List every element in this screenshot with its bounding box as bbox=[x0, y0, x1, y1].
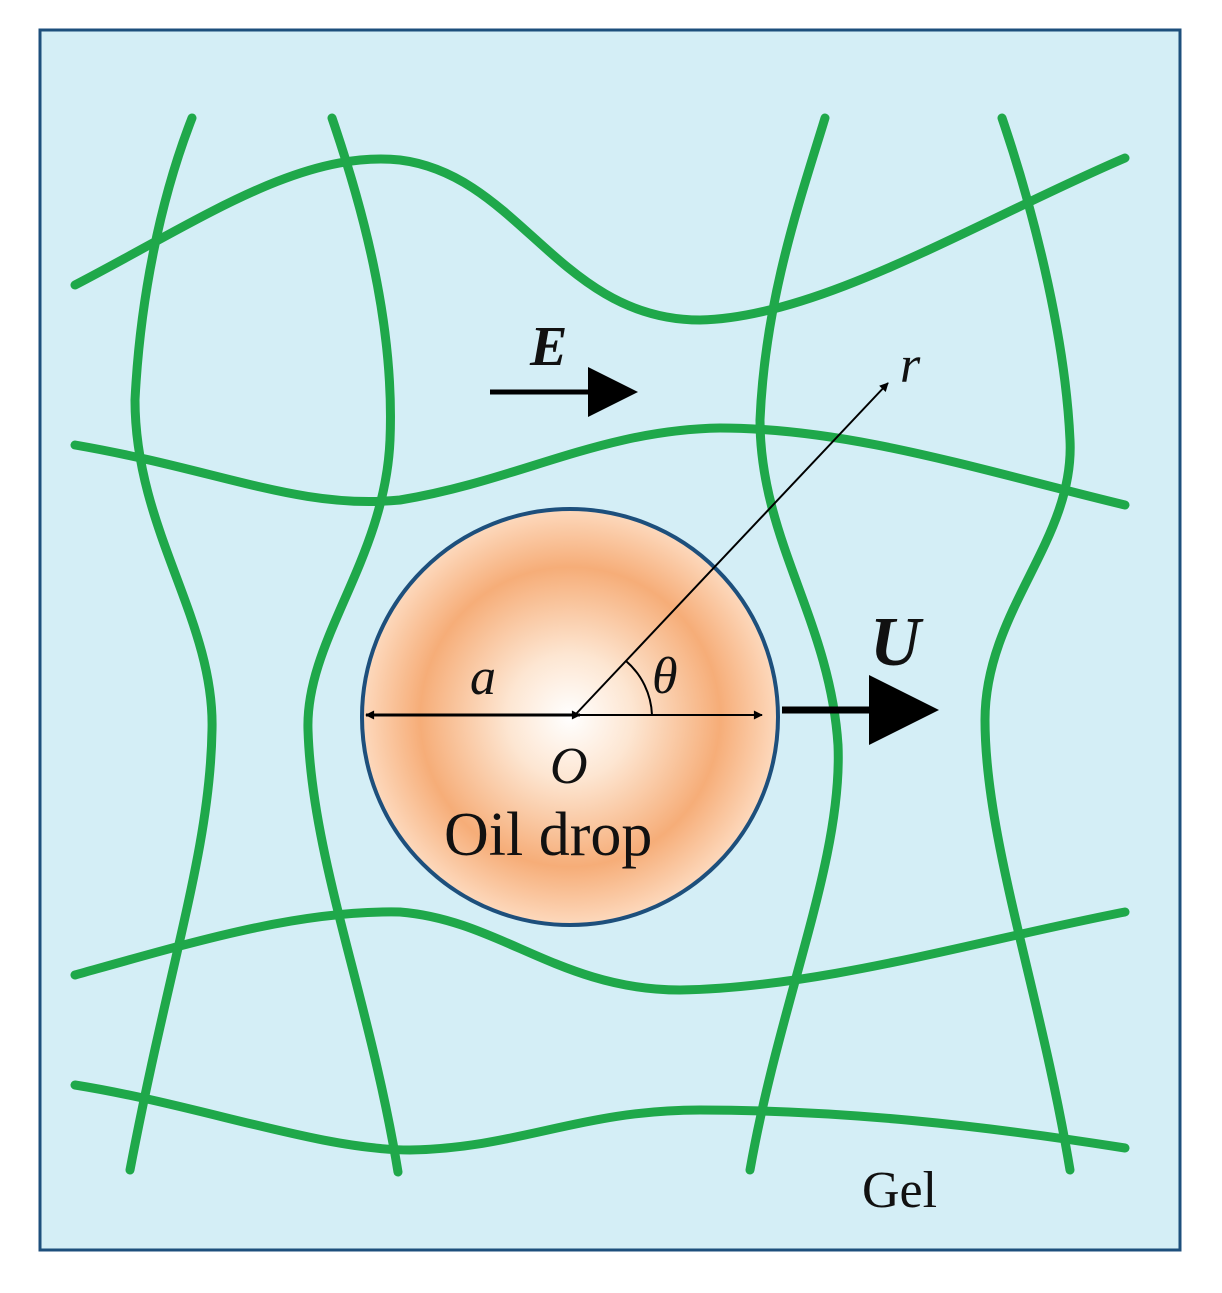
gel-fiber-network bbox=[70, 113, 1130, 1177]
gel-fiber-h1 bbox=[70, 153, 1130, 325]
medium-label: Gel bbox=[862, 1162, 937, 1219]
angle-arc bbox=[625, 660, 653, 716]
velocity-label: U bbox=[870, 604, 924, 681]
radial-arrow bbox=[574, 382, 889, 716]
radius-label: a bbox=[470, 649, 496, 706]
drop-label: Oil drop bbox=[444, 801, 652, 869]
oil-drop bbox=[360, 507, 780, 927]
origin-label: O bbox=[550, 738, 588, 795]
gel-fiber-v1 bbox=[125, 113, 217, 1175]
gel-fiber-v3 bbox=[745, 113, 843, 1175]
gel-fiber-v2 bbox=[303, 113, 403, 1177]
gel-fiber-h4 bbox=[70, 1080, 1130, 1155]
gel-fiber-h3 bbox=[70, 907, 1130, 995]
field-label: E bbox=[529, 316, 567, 378]
radial-label: r bbox=[900, 337, 921, 394]
angle-label: θ bbox=[652, 648, 678, 705]
gel-fiber-v4 bbox=[980, 113, 1075, 1175]
gel-fiber-h2 bbox=[70, 423, 1130, 510]
